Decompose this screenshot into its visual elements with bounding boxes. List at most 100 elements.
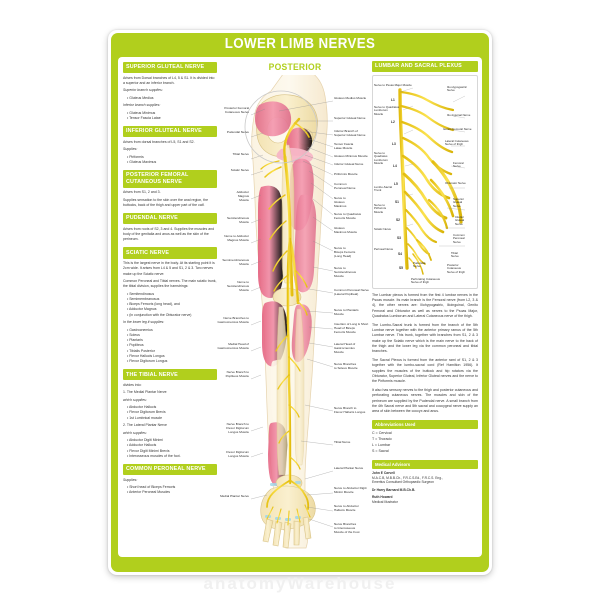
supply-list: Short head of Biceps Femoris Anterior Pe… [123,485,217,496]
gluteus-medius-muscle [255,101,292,137]
supply-list: Gluteus Minimus Tensor Fascia Latae [123,111,217,122]
plexus-label: Nerve to Quadratus Lumborum Muscle [374,104,400,116]
fibula [294,308,305,466]
section-heading: SCIATIC NERVE [123,247,217,259]
advisor-detail: Medical Illustrator [372,499,398,504]
semitendinosus-muscle [258,185,283,298]
list-item: Gluteus Medius [127,96,217,101]
list-item: Flexor Hallucis Longus [127,354,217,359]
section-sciatic-nerve: SCIATIC NERVE This is the largest nerve … [123,247,217,364]
plexus-root-L1: L1 [391,97,395,102]
paragraph: It also has sensory nerves to the thigh … [372,387,478,414]
plexus-label: Perineal Nerve [374,246,394,251]
list-item: Abductor Digiti Minimi [127,438,217,443]
plexus-label: Inferior Gluteal Nerve [455,214,465,226]
list-item: Popliteus [127,343,217,348]
plexus-heading: LUMBAR AND SACRAL PLEXUS [372,61,478,73]
tibial-nerve-lower-path [286,321,292,485]
right-column: LUMBAR AND SACRAL PLEXUS [369,57,482,557]
plexus-label: Lumbo-Sacral Trunk [374,184,392,193]
view-label: POSTERIOR [268,62,322,73]
section-heading: COMMON PERONEAL NERVE [123,464,217,476]
center-figure-column: POSTERIOR [218,57,369,557]
plexus-root-S4: S4 [398,251,402,256]
sub-label: Inferior branch supplies: [123,103,161,108]
plexus-label: Tibial Nerve [451,250,459,259]
paragraph: divides into: [123,382,142,387]
paragraph: Arises from S1, 2 and 3. [123,190,161,195]
list-item: Tensor Fascia Latae [127,116,217,121]
plexus-root-L3: L3 [392,141,396,146]
sub-label: In the lower leg it supplies: [123,320,165,325]
plexus-label: Ilio-Hypogastric Nerve [447,84,467,93]
abbreviation-item: S = Sacral [372,448,389,453]
plexus-label: Lateral Cutaneous Nerve of thigh [445,138,469,147]
paragraph: Arises from Dorsal branches of L4, 5 & S… [123,75,215,85]
list-item: Adductor Hallucis [127,443,217,448]
list-item: Adductor Magnus [127,307,217,312]
plexus-root-S1: S1 [395,199,399,204]
section-body: Arises from dorsal branches of L5, S1 an… [123,140,217,165]
paragraph: The Lumbo-Sacral trunk is formed from th… [372,322,478,354]
plexus-label: Nerve to Quadratus Lumborum Muscle [374,150,388,166]
section-body: Arises from S1, 2 and 3. Supplies sensat… [123,190,217,208]
sub-title: 1. The Medial Plantar Nerve [123,390,167,395]
plantar-nerve-markers [270,481,301,486]
paragraph: The Sacral Plexus is formed from the ant… [372,357,478,384]
list-item: Abductor Hallucis [127,405,217,410]
section-body: divides into: 1. The Medial Plantar Nerv… [123,383,217,459]
medial-plantar-nerve-path [266,480,290,508]
supply-list: Abductor Hallucis Flexor Digitorum Brevi… [123,405,217,421]
posterior-lower-limb-figure: Gluteus Medius Muscle Superior Gluteal N… [218,75,369,553]
list-item: Gastrocnemius [127,328,217,333]
abbreviation-item: L = Lumbar [372,442,391,447]
plexus-root-L4: L4 [393,163,397,168]
section-heading: PUDENDAL NERVE [123,213,217,225]
plexus-label: Pudendal Nerve [413,260,426,269]
list-item: Flexor Digitorum Longus [127,359,217,364]
poster-content: SUPERIOR GLUTEAL NERVE Arises from Dorsa… [118,57,482,557]
plexus-label: Posterior Cutaneous Nerve of thigh [447,262,465,274]
list-item: (in conjunction with the Obturator nerve… [127,313,217,318]
advisor-detail: M.A.C.B, M.B.B.Ch., F.R.C.S.Ed., F.R.C.S… [372,475,443,485]
advisor-entry: Dr Harry Barnard M.B.Ch.B. [372,488,478,493]
list-item: Plantaris [127,338,217,343]
paragraph: Common Peroneal and Tibial nerves. The m… [123,278,217,289]
advisor-entry: John E Carvell M.A.C.B, M.B.B.Ch., F.R.C… [372,471,478,485]
pudendal-nerve-path [260,160,280,170]
abbreviations-list: C = Cervical T = Thoracic L = Lumbar S =… [372,431,478,454]
section-body: This is the largest nerve in the body. A… [123,261,217,364]
sub-title: 2. The Lateral Plantar Nerve [123,423,167,428]
sub-label: Supplies: [123,147,138,152]
advisor-name: John E Carvell [372,471,395,476]
tibial-nerve-path [286,237,292,325]
sub-label: which supplies: [123,430,147,435]
plexus-label: Nerve to Psoas Major Muscle [374,82,412,87]
list-item: Semitendinosus [127,292,217,297]
abbreviation-item: C = Cervical [372,431,392,436]
advisors-list: John E Carvell M.A.C.B, M.B.B.Ch., F.R.C… [372,471,478,504]
advisor-entry: Ruth Howard Medical Illustrator [372,495,478,504]
abbreviations-heading: Abbreviations Used [372,419,478,429]
paragraph: Arises from roots of S2, 3 and 4. Suppli… [123,226,215,242]
leader-lines [250,100,334,528]
list-item: Flexor Digiti Minimi Brevis [127,449,217,454]
plexus-root-L5: L5 [394,181,398,186]
superior-gluteal-nerve-path [283,117,301,159]
paragraph: The Lumbar plexus is formed from the fir… [372,292,478,319]
sub-label: Supplies: [123,477,138,482]
list-item: Piriformis [127,155,217,160]
list-item: Interosseous muscles of the foot. [127,454,217,459]
list-item: Flexor Digitorum Brevis [127,410,217,415]
section-tibial-nerve: THE TIBIAL NERVE divides into: 1. The Me… [123,369,217,459]
supply-list: Gluteus Medius [123,96,217,101]
list-item: Tibialis Posterior [127,349,217,354]
plexus-label: Common Peroneal Nerve [453,232,465,244]
list-item: Gluteus Minimus [127,111,217,116]
plexus-label: Ilio-Inguinal Nerve [447,112,471,117]
section-heading: THE TIBIAL NERVE [123,369,217,381]
paragraph: This is the largest nerve in the body. A… [123,261,215,276]
nerve-network [260,117,311,526]
sub-label: which supplies: [123,397,147,402]
plexus-label: Genito Femoral Nerve [443,126,472,131]
